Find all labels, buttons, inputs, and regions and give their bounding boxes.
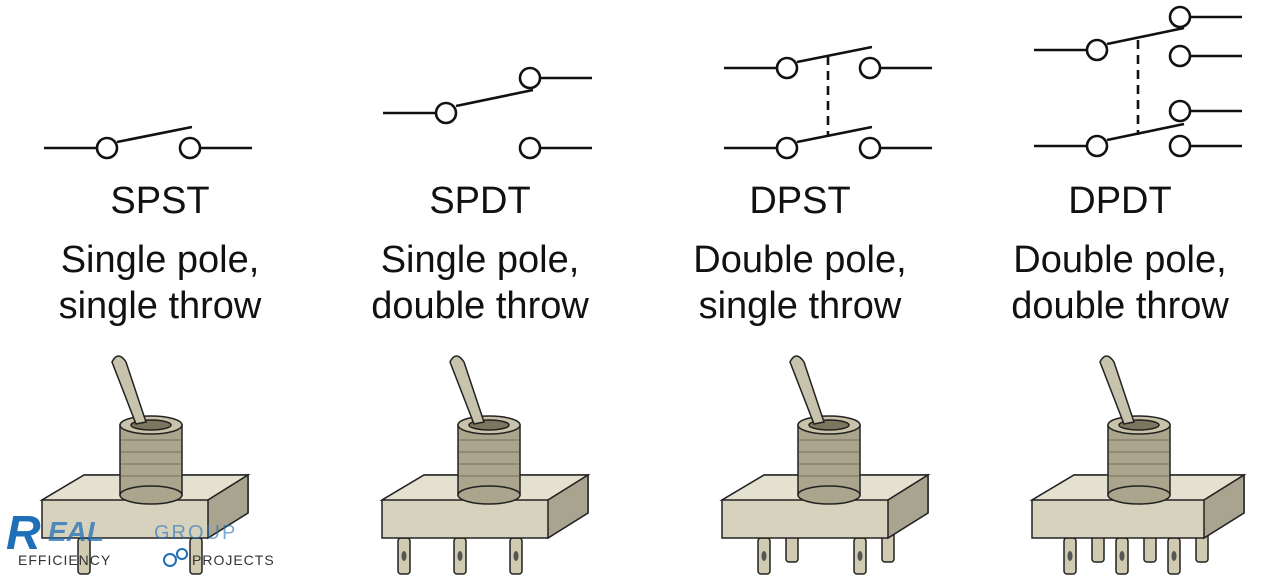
real-group-logo: R EAL GROUP EFFICIENCY PROJECTS: [6, 507, 275, 568]
svg-text:EFFICIENCY: EFFICIENCY: [18, 552, 111, 568]
description-line-1: Double pole,: [1013, 239, 1227, 281]
panel-dpdt: DPDT Double pole, double throw: [960, 0, 1280, 579]
dpst-toggle-switch-illustration: [719, 355, 931, 575]
dpdt-toggle-switch-illustration: [1029, 355, 1247, 575]
description-line-2: single throw: [58, 285, 262, 327]
svg-text:PROJECTS: PROJECTS: [192, 552, 275, 568]
switch-description: Single pole, single throw: [0, 237, 320, 329]
dpst-schematic-symbol: [724, 45, 932, 160]
switch-code: SPST: [110, 180, 210, 222]
switch-code: DPDT: [1068, 180, 1172, 222]
switch-code: SPDT: [429, 180, 531, 222]
description-line-1: Double pole,: [693, 239, 907, 281]
gear-icon: [163, 548, 188, 567]
description-line-1: Single pole,: [380, 239, 580, 281]
switch-code: DPST: [749, 180, 851, 222]
panel-dpst: DPST Double pole, single throw: [640, 0, 960, 579]
spdt-schematic-symbol: [383, 66, 592, 160]
panel-spst: SPST Single pole, single throw: [0, 0, 320, 579]
switch-description: Single pole, double throw: [320, 237, 640, 329]
description-line-2: single throw: [698, 285, 902, 327]
description-line-2: double throw: [371, 285, 589, 327]
switch-description: Double pole, double throw: [960, 237, 1280, 329]
description-line-1: Single pole,: [60, 239, 260, 281]
svg-text:R: R: [6, 507, 41, 560]
description-line-2: double throw: [1011, 285, 1229, 327]
spst-schematic-symbol: [44, 125, 252, 160]
svg-text:GROUP: GROUP: [154, 522, 237, 544]
spdt-toggle-switch-illustration: [379, 355, 591, 575]
panel-spdt: SPDT Single pole, double throw: [320, 0, 640, 579]
spst-toggle-switch-illustration: [39, 355, 251, 575]
switch-description: Double pole, single throw: [640, 237, 960, 329]
dpdt-schematic-symbol: [1034, 5, 1242, 158]
svg-text:EAL: EAL: [48, 516, 104, 547]
